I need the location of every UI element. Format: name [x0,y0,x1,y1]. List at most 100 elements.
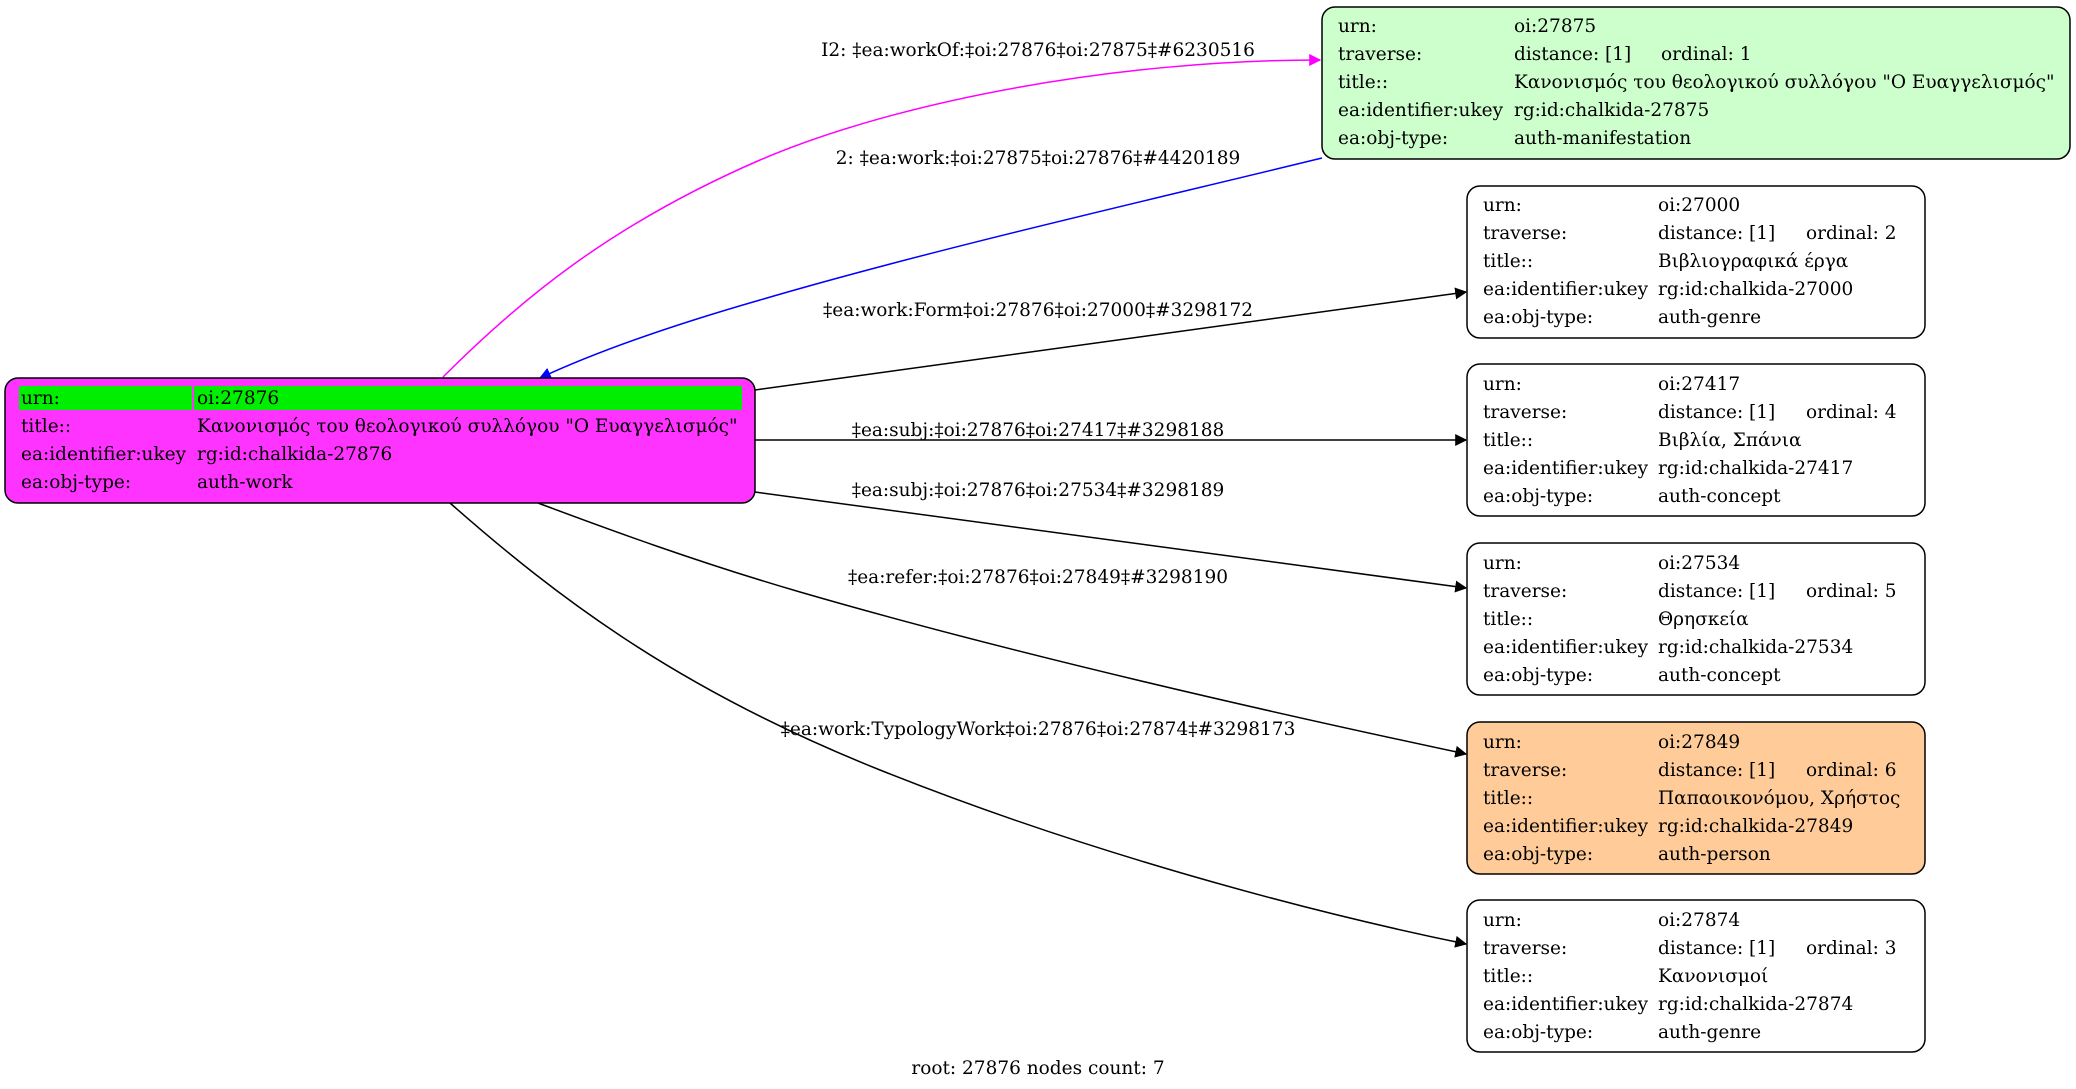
edge-typology-line [449,502,1468,948]
node-27875-ordinal: ordinal: 1 [1661,44,1752,65]
node-27849-distance: distance: [1] [1658,760,1775,781]
node-27417-ordinal: ordinal: 4 [1806,402,1897,423]
node-27874-title-value: Κανονισμοί [1658,966,1768,987]
node-27876-title-value: Κανονισμός του θεολογικού συλλόγου "Ο Ευ… [197,416,738,437]
node-27875-box [1321,6,2071,160]
node-27876[interactable]: urn: oi:27876 title:: Κανονισμός του θεο… [4,377,756,504]
edge-subj-27534-line [754,491,1468,593]
node-27876-urn-key: urn: [21,388,60,409]
node-27417[interactable]: urn: oi:27417 traverse: distance: [1] or… [1466,363,1926,517]
node-27000-title-key: title:: [1483,251,1533,272]
edge-subj-27534: ‡ea:subj:‡oi:27876‡oi:27534‡#3298189 [754,480,1468,593]
node-27876-ukey-key: ea:identifier:ukey [21,444,187,465]
edge-subj-27417: ‡ea:subj:‡oi:27876‡oi:27417‡#3298188 [755,420,1468,446]
node-27417-traverse-key: traverse: [1483,402,1567,423]
node-27849-ukey-key: ea:identifier:ukey [1483,816,1649,837]
node-27000-box [1466,185,1926,339]
node-27849-urn-value: oi:27849 [1658,732,1740,753]
edge-work: 2: ‡ea:work:‡oi:27875‡oi:27876‡#4420189 [538,148,1323,379]
node-27876-urn-key-highlight [19,386,192,410]
node-27849[interactable]: urn: oi:27849 traverse: distance: [1] or… [1466,721,1926,875]
node-27874-ordinal: ordinal: 3 [1806,938,1897,959]
node-27876-urn-value: oi:27876 [197,388,279,409]
nodes-layer: urn: oi:27876 title:: Κανονισμός του θεο… [4,6,2071,1053]
node-27874-urn-key: urn: [1483,910,1522,931]
node-27874-traverse-key: traverse: [1483,938,1567,959]
node-27874-type-value: auth-genre [1658,1022,1761,1043]
node-27534-box [1466,542,1926,696]
node-27417-ukey-value: rg:id:chalkida-27417 [1658,458,1853,479]
edge-work-label: 2: ‡ea:work:‡oi:27875‡oi:27876‡#4420189 [836,148,1241,169]
node-27875-title-value: Κανονισμός του θεολογικού συλλόγου "Ο Ευ… [1514,72,2055,93]
edge-refer: ‡ea:refer:‡oi:27876‡oi:27849‡#3298190 [537,502,1468,758]
node-27417-title-value: Βιβλία, Σπάνια [1658,430,1802,451]
node-27000-traverse-key: traverse: [1483,223,1567,244]
node-27417-distance: distance: [1] [1658,402,1775,423]
node-27875-ukey-key: ea:identifier:ukey [1338,100,1504,121]
node-27876-type-key: ea:obj-type: [21,472,131,493]
edge-workof-line [442,54,1322,378]
node-27849-urn-key: urn: [1483,732,1522,753]
node-27874-urn-value: oi:27874 [1658,910,1740,931]
node-27874-ukey-key: ea:identifier:ukey [1483,994,1649,1015]
node-27849-box [1466,721,1926,875]
node-27875-urn-value: oi:27875 [1514,16,1596,37]
node-27000-urn-key: urn: [1483,195,1522,216]
node-27534[interactable]: urn: oi:27534 traverse: distance: [1] or… [1466,542,1926,696]
node-27874[interactable]: urn: oi:27874 traverse: distance: [1] or… [1466,899,1926,1053]
node-27849-type-key: ea:obj-type: [1483,844,1593,865]
edge-refer-label: ‡ea:refer:‡oi:27876‡oi:27849‡#3298190 [848,567,1228,588]
node-27876-title-key: title:: [21,416,71,437]
edge-workof: I2: ‡ea:workOf:‡oi:27876‡oi:27875‡#62305… [442,40,1322,378]
edge-subj-27417-label: ‡ea:subj:‡oi:27876‡oi:27417‡#3298188 [852,420,1225,441]
node-27000-type-key: ea:obj-type: [1483,307,1593,328]
graph-caption: root: 27876 nodes count: 7 [911,1058,1164,1079]
node-27875[interactable]: urn: oi:27875 traverse: distance: [1] or… [1321,6,2071,160]
node-27417-type-value: auth-concept [1658,486,1781,507]
node-27000-ukey-key: ea:identifier:ukey [1483,279,1649,300]
node-27000-title-value: Βιβλιογραφικά έργα [1658,251,1848,272]
edge-form: ‡ea:work:Form‡oi:27876‡oi:27000‡#3298172 [754,287,1468,391]
node-27875-ukey-value: rg:id:chalkida-27875 [1514,100,1709,121]
node-27417-type-key: ea:obj-type: [1483,486,1593,507]
node-27534-ukey-key: ea:identifier:ukey [1483,637,1649,658]
node-27849-title-key: title:: [1483,788,1533,809]
edge-work-line [538,157,1323,379]
node-27534-title-value: Θρησκεία [1658,609,1749,630]
node-27000-type-value: auth-genre [1658,307,1761,328]
node-27875-distance: distance: [1] [1514,44,1631,65]
node-27874-ukey-value: rg:id:chalkida-27874 [1658,994,1853,1015]
edge-form-label: ‡ea:work:Form‡oi:27876‡oi:27000‡#3298172 [823,300,1253,321]
edge-subj-27534-label: ‡ea:subj:‡oi:27876‡oi:27534‡#3298189 [852,480,1225,501]
node-27874-type-key: ea:obj-type: [1483,1022,1593,1043]
node-27849-type-value: auth-person [1658,844,1771,865]
edge-typology-label: ‡ea:work:TypologyWork‡oi:27876‡oi:27874‡… [781,719,1296,740]
node-27417-box [1466,363,1926,517]
edge-form-line [754,287,1468,391]
node-27534-type-key: ea:obj-type: [1483,665,1593,686]
node-27875-traverse-key: traverse: [1338,44,1422,65]
node-27875-urn-key: urn: [1338,16,1377,37]
node-27534-urn-value: oi:27534 [1658,553,1740,574]
node-27417-ukey-key: ea:identifier:ukey [1483,458,1649,479]
node-27000-ukey-value: rg:id:chalkida-27000 [1658,279,1853,300]
node-27874-box [1466,899,1926,1053]
node-27876-urn-value-highlight [194,386,742,410]
node-27417-title-key: title:: [1483,430,1533,451]
node-27874-distance: distance: [1] [1658,938,1775,959]
node-27417-urn-value: oi:27417 [1658,374,1740,395]
node-27875-type-key: ea:obj-type: [1338,128,1448,149]
edge-workof-label: I2: ‡ea:workOf:‡oi:27876‡oi:27875‡#62305… [821,40,1255,61]
node-27874-title-key: title:: [1483,966,1533,987]
node-27849-title-value: Παπαοικονόμου, Χρήστος [1658,788,1900,809]
node-27000[interactable]: urn: oi:27000 traverse: distance: [1] or… [1466,185,1926,339]
node-27534-ukey-value: rg:id:chalkida-27534 [1658,637,1853,658]
node-27876-type-value: auth-work [197,472,293,493]
node-27849-traverse-key: traverse: [1483,760,1567,781]
node-27534-traverse-key: traverse: [1483,581,1567,602]
node-27876-ukey-value: rg:id:chalkida-27876 [197,444,392,465]
node-27417-urn-key: urn: [1483,374,1522,395]
node-27875-type-value: auth-manifestation [1514,128,1691,149]
node-27534-type-value: auth-concept [1658,665,1781,686]
